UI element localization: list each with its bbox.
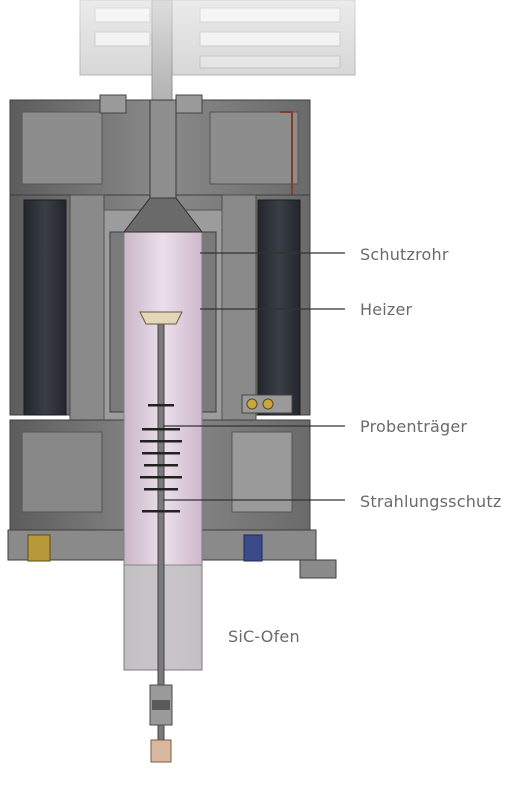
- figure-caption: SiC-Ofen: [228, 627, 300, 646]
- label-strahlungsschutz: Strahlungsschutz: [360, 492, 502, 511]
- label-schutzrohr: Schutzrohr: [360, 245, 449, 264]
- sample-holder: [139, 311, 183, 763]
- label-probentraeger: Probenträger: [360, 417, 468, 436]
- label-heizer: Heizer: [360, 300, 413, 319]
- top-frame: [0, 0, 525, 101]
